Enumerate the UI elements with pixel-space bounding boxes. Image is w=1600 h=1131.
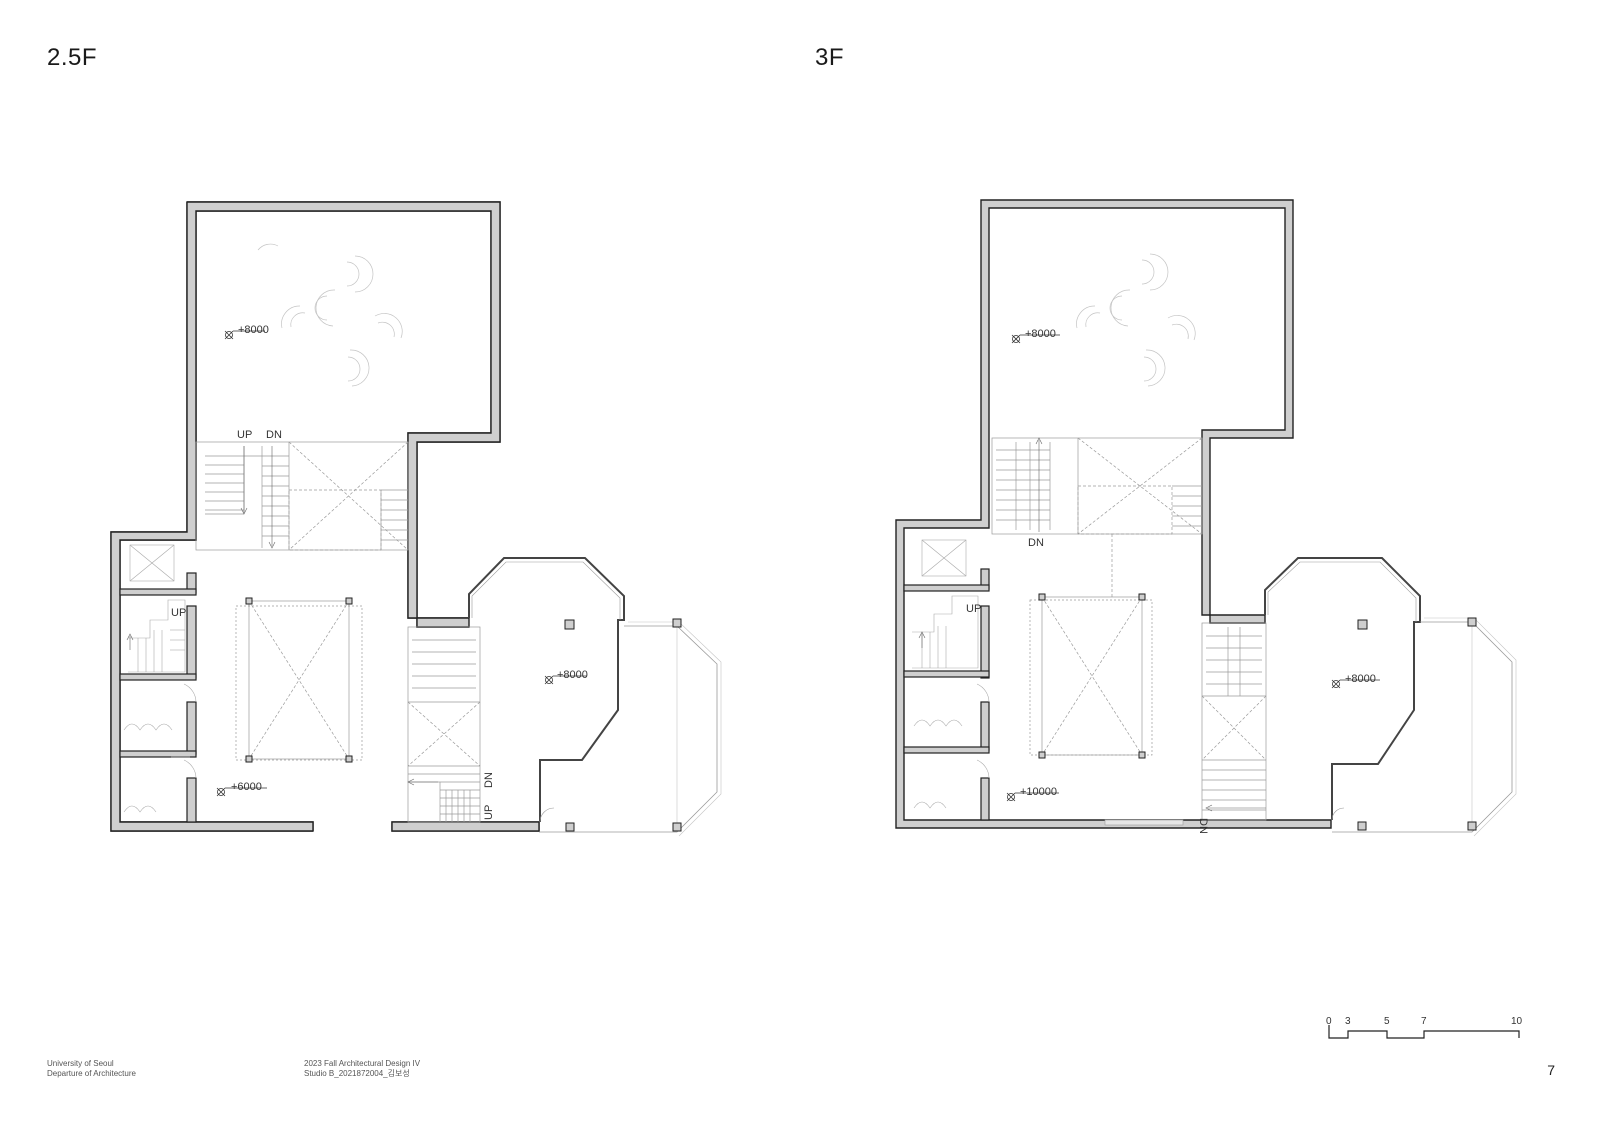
- column: [1467, 821, 1477, 831]
- column: [564, 619, 575, 630]
- scale-tick-label: 5: [1384, 1016, 1390, 1027]
- plan-2-5f: UP DN UP DN UP +8000 +8000 +6000: [110, 201, 722, 837]
- scale-tick-label: 0: [1326, 1016, 1332, 1027]
- level-marker-icon: [544, 675, 587, 685]
- level-label: +8000: [1025, 328, 1056, 340]
- column: [1038, 593, 1046, 601]
- institution-line: University of Seoul: [47, 1059, 114, 1068]
- level-label: +8000: [238, 324, 269, 336]
- scale-tick-label: 3: [1345, 1016, 1351, 1027]
- level-marker-icon: [1331, 679, 1380, 689]
- level-marker-icon: [1011, 334, 1060, 344]
- column: [1138, 593, 1146, 601]
- octagon-room-2-5f: [468, 557, 722, 837]
- column: [1138, 751, 1146, 759]
- walls-3f: [895, 199, 1332, 829]
- column: [1357, 619, 1368, 630]
- scale-bar: 0 3 5 7 10: [1326, 1016, 1523, 1039]
- stair-up-label: UP: [171, 607, 186, 619]
- stair-up-label: UP: [237, 429, 252, 441]
- scale-bar-line: [1328, 1025, 1520, 1039]
- wall-fill-2-5f: [111, 202, 539, 831]
- column: [1038, 751, 1046, 759]
- course-line: 2023 Fall Architectural Design IV: [304, 1059, 421, 1068]
- column: [672, 822, 682, 832]
- stair-top-3f: [991, 437, 1203, 535]
- floor-title-3f: 3F: [815, 44, 845, 71]
- column: [345, 597, 353, 605]
- atrium-3f: [1029, 534, 1153, 759]
- level-marker-icons-3f: [1006, 334, 1380, 802]
- level-marker-icon: [1006, 792, 1059, 802]
- column: [345, 755, 353, 763]
- stair-right-2-5f: [407, 626, 481, 823]
- course-block: 2023 Fall Architectural Design IV Studio…: [304, 1059, 420, 1079]
- stair-right-3f: [1201, 622, 1267, 821]
- scale-tick-label: 10: [1511, 1016, 1523, 1027]
- level-marker-icon: [224, 330, 265, 340]
- page-number: 7: [1547, 1062, 1555, 1078]
- column: [245, 597, 253, 605]
- stair-top-2-5f: [195, 441, 409, 551]
- furniture-arcs-2-5f: [257, 243, 403, 387]
- stair-dn-label: DN: [1197, 818, 1209, 834]
- left-rooms-2-5f: [123, 544, 197, 813]
- partitions-2-5f: [119, 572, 197, 823]
- stair-dn-label: DN: [483, 772, 495, 788]
- column: [565, 822, 575, 832]
- stair-up-label: UP: [483, 805, 495, 820]
- octagon-room-3f: [1264, 557, 1517, 837]
- level-label: +8000: [1345, 673, 1376, 685]
- column: [1357, 821, 1367, 831]
- column: [1467, 617, 1477, 627]
- stair-dn-label: DN: [1028, 537, 1044, 549]
- studio-line: Studio B_2021872004_김보성: [304, 1069, 410, 1078]
- level-label: +6000: [231, 781, 262, 793]
- level-marker-icon: [216, 787, 267, 797]
- department-line: Departure of Architecture: [47, 1069, 136, 1078]
- level-label: +8000: [557, 669, 588, 681]
- level-label: +10000: [1020, 786, 1057, 798]
- plan-3f: DN UP DN +8000 +8000 +10000: [895, 199, 1517, 837]
- furniture-arcs-3f: [1076, 253, 1196, 387]
- floor-title-2-5f: 2.5F: [47, 44, 98, 71]
- column: [672, 618, 682, 628]
- level-marker-icons-2-5f: [216, 330, 587, 797]
- scale-tick-label: 7: [1421, 1016, 1427, 1027]
- institution-block: University of Seoul Departure of Archite…: [47, 1059, 136, 1079]
- stair-up-label: UP: [966, 603, 981, 615]
- column: [245, 755, 253, 763]
- stair-dn-label: DN: [266, 429, 282, 441]
- window-strip: [1104, 819, 1184, 826]
- atrium-2-5f: [235, 597, 363, 763]
- partitions-3f: [903, 568, 990, 821]
